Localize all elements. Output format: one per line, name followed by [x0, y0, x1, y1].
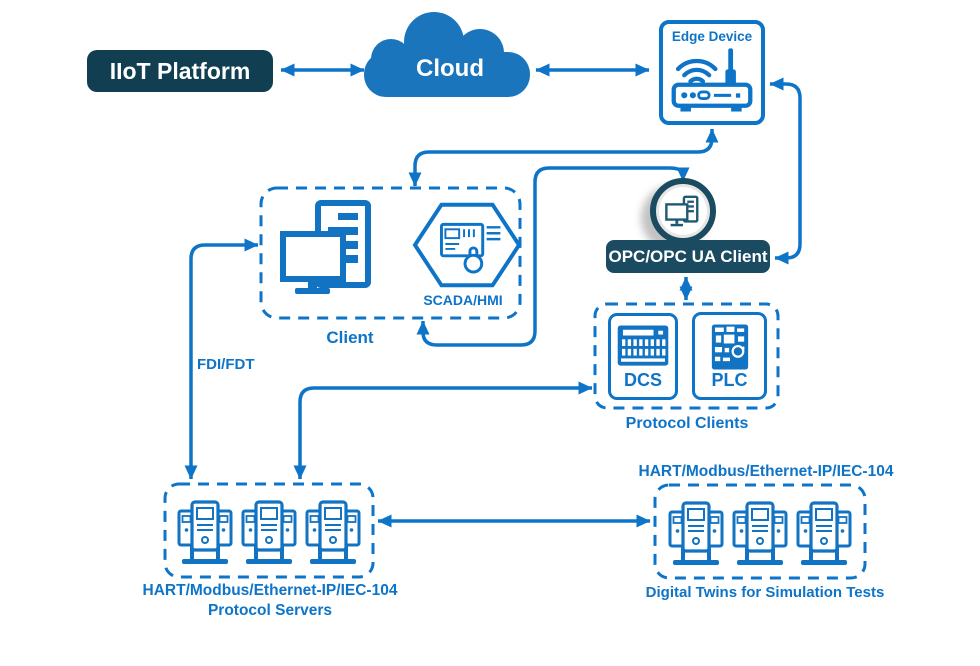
- scada-hmi-icon: [412, 200, 522, 290]
- server-stack-icon: [668, 501, 724, 565]
- protocol-servers-protocols-label: HART/Modbus/Ethernet-IP/IEC-104: [142, 582, 398, 599]
- edge-device-label: Edge Device: [671, 29, 753, 44]
- client-group-outline: [259, 186, 522, 320]
- iiot-platform-label: IIoT Platform: [109, 57, 251, 84]
- server-stack-icon: [732, 501, 788, 565]
- digital-twins-label: Digital Twins for Simulation Tests: [645, 584, 885, 601]
- protocol-servers-icons: [169, 492, 369, 574]
- plc-node: PLC: [692, 312, 767, 400]
- digital-twins-icons: [660, 493, 860, 575]
- connector-client-opc: [416, 166, 690, 347]
- client-label: Client: [326, 328, 374, 347]
- scada-hmi-label: SCADA/HMI: [423, 292, 503, 308]
- protocol-clients-label: Protocol Clients: [625, 415, 749, 432]
- plc-icon: [711, 324, 748, 370]
- protocol-servers-outline: [163, 482, 375, 579]
- server-stack-icon: [305, 500, 361, 564]
- server-stack-icon: [241, 500, 297, 564]
- dcs-label: DCS: [623, 370, 662, 390]
- edge-device-node: Edge Device: [659, 20, 765, 125]
- connector-edge-opc-right: [769, 77, 802, 265]
- server-stack-icon: [796, 501, 852, 565]
- connector-client-edge: [408, 128, 719, 187]
- cloud-icon: [364, 12, 530, 97]
- cloud-label: Cloud: [416, 55, 484, 82]
- cloud-node: Cloud: [362, 11, 532, 97]
- computer-icon: [665, 195, 699, 226]
- dcs-node: DCS: [608, 313, 678, 400]
- digital-twins-protocols-label: HART/Modbus/Ethernet-IP/IEC-104: [638, 463, 894, 480]
- opc-client-badge: [650, 178, 716, 244]
- fdi-fdt-label: FDI/FDT: [197, 356, 255, 373]
- opc-ua-client-label: OPC/OPC UA Client: [608, 246, 768, 266]
- iiot-platform-node: IIoT Platform: [87, 50, 273, 92]
- connector-clients-servers: [293, 381, 593, 480]
- router-icon: [671, 48, 753, 112]
- connector-fdi-fdt: [184, 238, 259, 480]
- plc-label: PLC: [711, 370, 748, 390]
- opc-ua-client-node: OPC/OPC UA Client: [606, 240, 770, 273]
- protocol-servers-label: Protocol Servers: [207, 602, 333, 619]
- server-stack-icon: [177, 500, 233, 564]
- digital-twins-outline: [653, 483, 867, 580]
- workstation-icon: [280, 200, 372, 296]
- protocol-clients-outline: [593, 302, 780, 410]
- dcs-panel-icon: [617, 325, 669, 366]
